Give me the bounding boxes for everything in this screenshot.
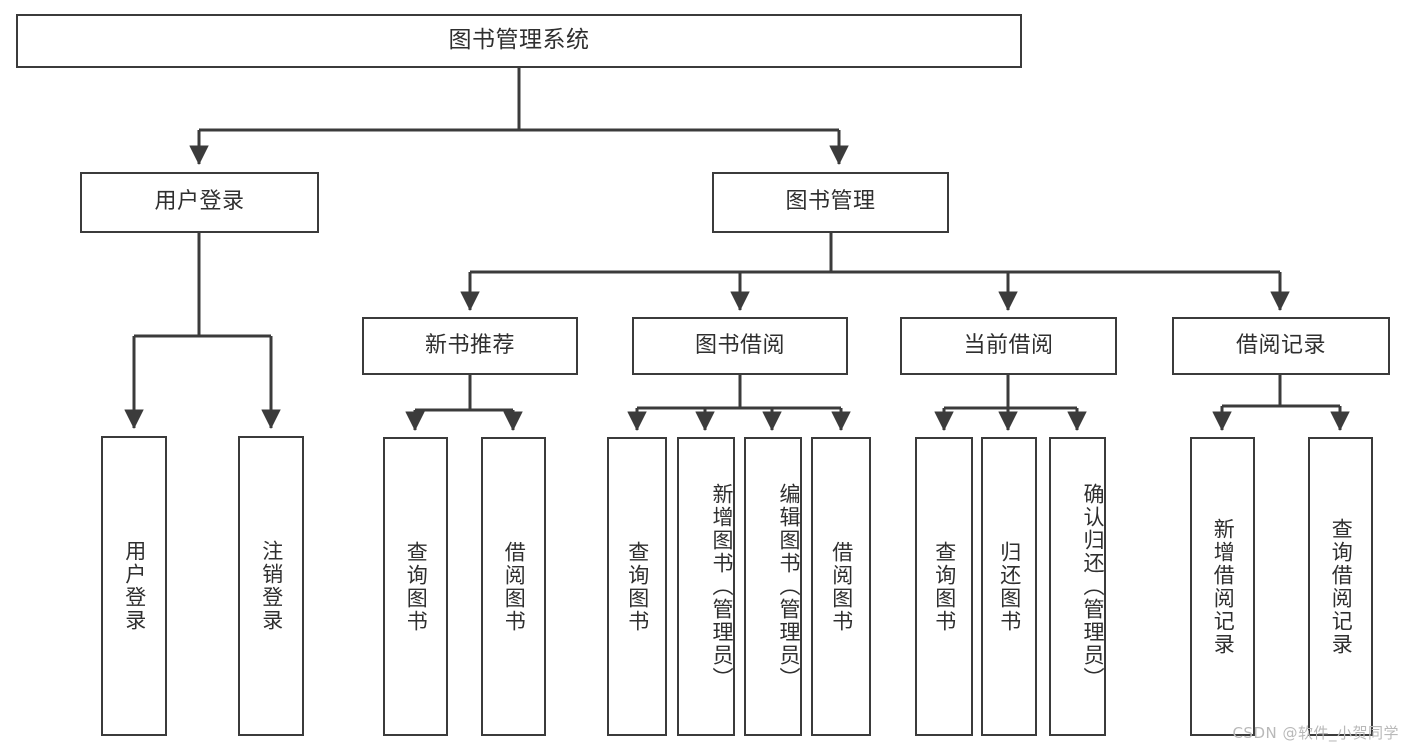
node-new-book-recommend[interactable]: 新书推荐 <box>362 317 578 375</box>
leaf-add-record-label: 新增借阅记录 <box>1211 517 1236 656</box>
node-borrow-record[interactable]: 借阅记录 <box>1172 317 1390 375</box>
leaf-add-book[interactable]: 新增图书（管理员） <box>677 437 735 736</box>
leaf-borrow-book-1[interactable]: 借阅图书 <box>481 437 546 736</box>
leaf-user-logout[interactable]: 注销登录 <box>238 436 304 736</box>
leaf-query-book-3-label: 查询图书 <box>932 540 957 633</box>
node-book-borrow-label: 图书借阅 <box>694 332 785 358</box>
node-borrow-record-label: 借阅记录 <box>1235 332 1326 358</box>
leaf-query-record-label: 查询借阅记录 <box>1329 517 1354 656</box>
node-new-book-recommend-label: 新书推荐 <box>424 332 515 358</box>
leaf-query-book-1-label: 查询图书 <box>404 540 429 633</box>
leaf-add-record[interactable]: 新增借阅记录 <box>1190 437 1255 736</box>
node-user-login-label: 用户登录 <box>154 189 245 215</box>
node-book-manage-label: 图书管理 <box>785 189 876 215</box>
leaf-edit-book-label: 编辑图书（管理员） <box>777 483 801 690</box>
node-current-borrow-label: 当前借阅 <box>963 332 1054 358</box>
leaf-add-book-label: 新增图书（管理员） <box>710 483 734 690</box>
watermark: CSDN @软件_小贺同学 <box>1232 724 1399 742</box>
leaf-return-book-label: 归还图书 <box>997 540 1022 633</box>
node-root-label: 图书管理系统 <box>448 27 590 54</box>
node-current-borrow[interactable]: 当前借阅 <box>900 317 1117 375</box>
leaf-query-book-1[interactable]: 查询图书 <box>383 437 448 736</box>
node-book-manage[interactable]: 图书管理 <box>712 172 949 233</box>
node-user-login[interactable]: 用户登录 <box>80 172 319 233</box>
leaf-query-book-2[interactable]: 查询图书 <box>607 437 667 736</box>
node-book-borrow[interactable]: 图书借阅 <box>632 317 848 375</box>
node-root[interactable]: 图书管理系统 <box>16 14 1022 68</box>
leaf-borrow-book-2-label: 借阅图书 <box>829 540 854 633</box>
leaf-query-book-3[interactable]: 查询图书 <box>915 437 973 736</box>
leaf-confirm-return-label: 确认归还（管理员） <box>1081 483 1105 690</box>
leaf-confirm-return[interactable]: 确认归还（管理员） <box>1049 437 1106 736</box>
leaf-borrow-book-2[interactable]: 借阅图书 <box>811 437 871 736</box>
leaf-borrow-book-1-label: 借阅图书 <box>502 540 527 633</box>
leaf-user-logout-label: 注销登录 <box>259 540 284 632</box>
leaf-user-login-label: 用户登录 <box>122 540 147 632</box>
leaf-user-login[interactable]: 用户登录 <box>101 436 167 736</box>
leaf-query-book-2-label: 查询图书 <box>625 540 650 633</box>
leaf-query-record[interactable]: 查询借阅记录 <box>1308 437 1373 736</box>
leaf-return-book[interactable]: 归还图书 <box>981 437 1037 736</box>
leaf-edit-book[interactable]: 编辑图书（管理员） <box>744 437 802 736</box>
